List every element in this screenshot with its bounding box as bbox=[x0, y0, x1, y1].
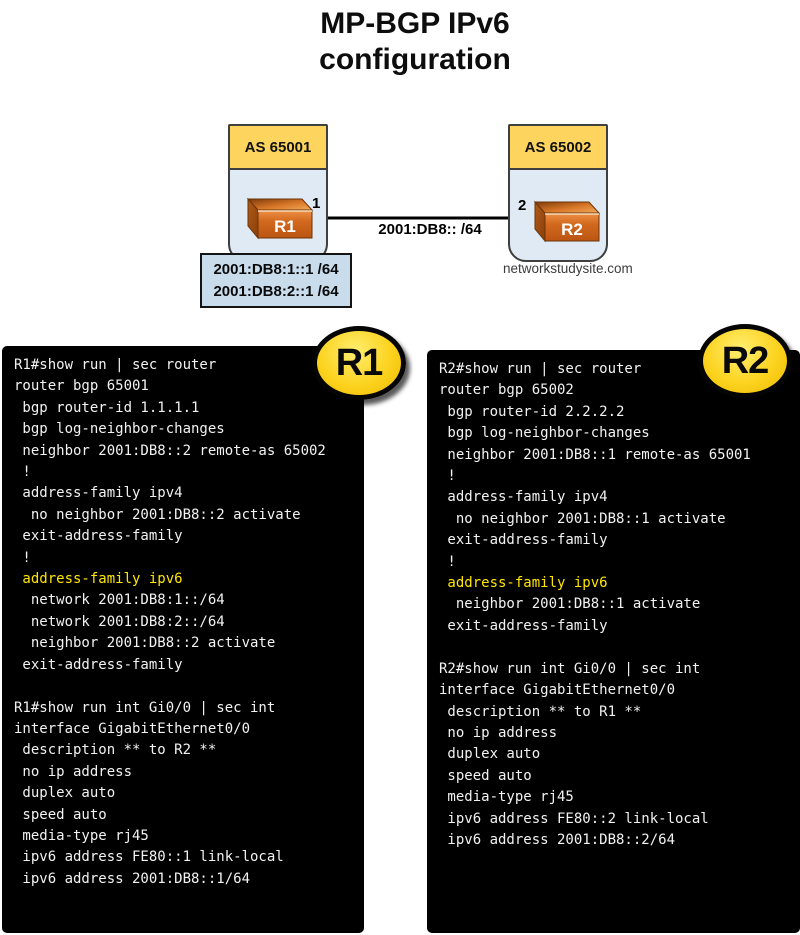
link-subnet-label: 2001:DB8:: /64 bbox=[378, 221, 482, 238]
site-watermark: networkstudysite.com bbox=[503, 261, 633, 276]
router-r2-icon: R2 bbox=[533, 200, 601, 243]
as-65002-label: AS 65002 bbox=[510, 126, 606, 170]
title-line2: configuration bbox=[319, 43, 511, 76]
as-box-65001: AS 65001 bbox=[228, 124, 328, 262]
router-r2-label: R2 bbox=[561, 220, 583, 239]
port-2-label: 2 bbox=[518, 197, 527, 214]
r1-console-output: R1#show run | sec router router bgp 6500… bbox=[14, 357, 326, 887]
router-r1-icon: R1 bbox=[246, 197, 314, 240]
as-65001-label: AS 65001 bbox=[230, 126, 326, 170]
r2-badge: R2 bbox=[698, 324, 792, 398]
title-line1: MP-BGP IPv6 bbox=[320, 7, 510, 40]
r1-address-box: 2001:DB8:1::1 /64 2001:DB8:2::1 /64 bbox=[200, 253, 352, 308]
r1-address-line1: 2001:DB8:1::1 /64 bbox=[213, 260, 339, 278]
router-r1-label: R1 bbox=[274, 217, 296, 236]
r1-console-block: R1#show run | sec router router bgp 6500… bbox=[2, 346, 364, 933]
page-title: MP-BGP IPv6 configuration bbox=[0, 6, 800, 78]
r1-badge: R1 bbox=[312, 326, 406, 400]
r2-console-output: R2#show run | sec router router bgp 6500… bbox=[439, 361, 751, 848]
r1-address-line2: 2001:DB8:2::1 /64 bbox=[213, 282, 339, 300]
port-1-label: 1 bbox=[312, 195, 321, 212]
r2-console-block: R2#show run | sec router router bgp 6500… bbox=[427, 350, 800, 933]
